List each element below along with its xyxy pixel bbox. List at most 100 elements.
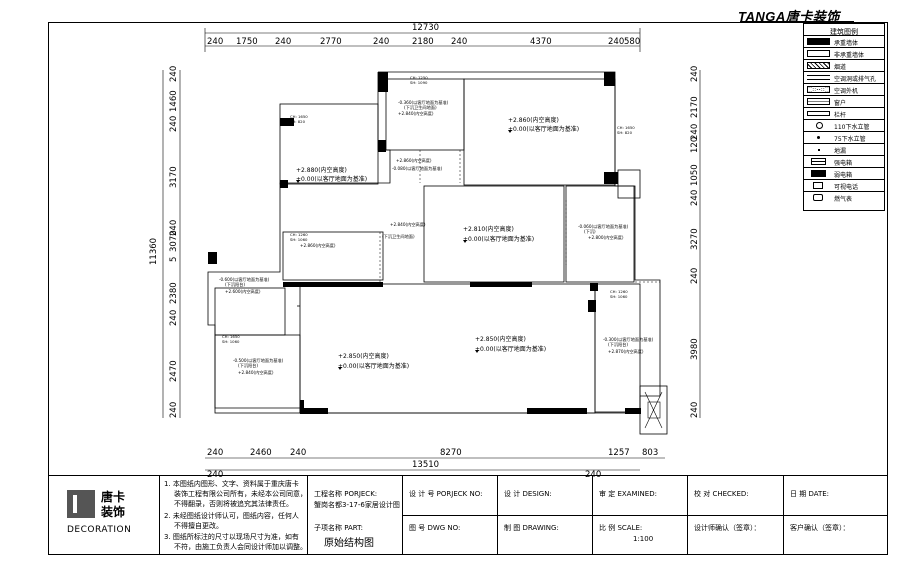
legend-label: 75下水立管	[834, 136, 866, 143]
top-dim-7: 240	[451, 37, 467, 47]
top-dim-8: 4370	[530, 37, 552, 47]
logo-mark-inner-icon	[73, 495, 87, 513]
shaft-symbol	[644, 391, 663, 429]
room-1-height: +2.880(内空高度)	[296, 166, 347, 174]
right-dim-2: 2170	[690, 96, 700, 118]
window-symbol-icon	[807, 98, 830, 105]
window-tag-4-b: SH: 1060	[290, 237, 308, 242]
legend-label: 强电箱	[834, 160, 853, 167]
left-dim-9: 2470	[169, 360, 179, 382]
weak-box-symbol-icon	[811, 170, 826, 177]
legend-label: 空调外机	[834, 88, 859, 95]
window-tag-2-b: SH: 1090	[410, 80, 428, 85]
brand-logo: TANGA唐卡装饰	[738, 9, 840, 24]
legend-item-bearing-wall: 承重墙体	[804, 35, 884, 48]
legend-item-pipe-75: 75下水立管	[804, 131, 884, 144]
logo-mark-icon	[67, 490, 95, 518]
legend-item-pipe-110: 110下水立管	[804, 119, 884, 132]
project-label: 工程名称 PORJECK:	[314, 490, 378, 498]
small-room-5-line3: +2.800(内空高度)	[588, 234, 624, 241]
legend-item-flue: 烟道	[804, 59, 884, 72]
note-line-5: 不得擅自更改。	[174, 522, 223, 530]
bottom-dim-6: 803	[642, 448, 658, 458]
video-phone-symbol-icon	[813, 182, 823, 189]
room-5-height: +2.850(内空高度)	[475, 335, 526, 343]
legend-label: 承重墙体	[834, 40, 859, 47]
project-value: 蟹岗名都3-17-6家居设计图	[314, 501, 400, 509]
top-dim-1: 240	[207, 37, 223, 47]
bottom-dim-2: 2460	[250, 448, 272, 458]
date-label: 日 期 DATE:	[790, 490, 830, 498]
legend-item-window: 窗户	[804, 95, 884, 108]
logo-subtext: DECORATION	[67, 525, 132, 535]
top-total-dimension: 12730	[412, 23, 439, 33]
right-dim-6: 240	[690, 190, 700, 206]
legend-label: 110下水立管	[834, 124, 870, 131]
room-5-ref: ±0.00(以客厅地面为基准)	[475, 345, 546, 353]
floor-drain-symbol-icon	[818, 149, 820, 151]
part-value: 原始结构图	[324, 538, 374, 549]
top-dim-3: 240	[275, 37, 291, 47]
left-dimension-texts: 11360 240 1460 240 3170 240 3070 5 2380 …	[149, 66, 179, 418]
small-room-6-line2: (下沉阳台)	[225, 281, 245, 288]
note-line-1: 1. 本图纸内图形、文字、资料属于重庆唐卡	[164, 480, 299, 488]
examined-label: 审 定 EXAMINED:	[599, 490, 657, 498]
small-room-3-line3: +2.840(内空高度)	[390, 221, 426, 228]
room-4-height: +2.850(内空高度)	[338, 352, 389, 360]
left-dimension-lines	[162, 70, 181, 418]
checked-label: 校 对 CHECKED:	[694, 490, 749, 498]
top-dim-4: 2770	[320, 37, 342, 47]
room-annotations: +2.880(内空高度) ±0.00(以客厅地面为基准) +2.860(内空高度…	[296, 116, 579, 370]
window-tag-4-a: CH: 1260	[290, 232, 308, 237]
legend-label: 窗户	[834, 100, 847, 107]
small-room-6-line1: -0.600(以客厅地面为基准)	[219, 276, 270, 283]
legend-item-partition-wall: 非承重墙体	[804, 47, 884, 60]
note-line-6: 3. 图纸所标注的尺寸以现场尺寸为准，如有	[164, 533, 299, 541]
bottom-dimension-lines	[205, 457, 665, 471]
drawing-label: 制 图 DRAWING:	[504, 524, 559, 532]
left-dim-3: 240	[169, 116, 179, 132]
right-dim-4: 120	[690, 137, 700, 153]
window-tag-5-b: SH: 1060	[222, 339, 240, 344]
room-4-ref: ±0.00(以客厅地面为基准)	[338, 362, 409, 370]
window-tag-2-a: CH: 1250	[410, 75, 428, 80]
legend-label: 燃气表	[834, 196, 853, 203]
part-label: 子项名称 PART:	[314, 524, 364, 532]
window-tag-1-a: CH: 1650	[290, 114, 308, 119]
legend-label: 空调洞或排气孔	[834, 76, 877, 83]
note-line-2: 装饰工程有限公司所有，未经本公司同意，	[174, 490, 307, 498]
window-tag-5-a: CH: 1650	[222, 334, 240, 339]
small-room-7-line3: +2.840(内空高度)	[238, 369, 274, 376]
examined-cell: 审 定 EXAMINED: 比 例 SCALE: 1:100	[592, 476, 688, 554]
bearing-walls	[208, 72, 641, 414]
bottom-dim-1: 240	[207, 448, 223, 458]
small-room-1-line3: +2.840(内空高度)	[398, 110, 434, 117]
legend-label: 弱电箱	[834, 172, 853, 179]
small-room-annotations: -0.360(以客厅地面为基准) (下沉卫生间地面) +2.840(内空高度) …	[219, 99, 654, 376]
ac-hole-symbol-icon	[807, 75, 830, 80]
ac-unit-symbol-icon	[807, 86, 830, 93]
legend-label: 非承重墙体	[834, 52, 865, 59]
right-dim-9: 3980	[690, 338, 700, 360]
scale-value: 1:100	[633, 535, 654, 543]
left-dim-10: 240	[169, 402, 179, 418]
logo-text-line1: 唐卡	[101, 490, 126, 504]
small-room-4-line1: +2.860(内空高度)	[300, 242, 336, 249]
company-logo: 唐卡 装饰 DECORATION	[67, 490, 147, 538]
room-3-ref: ±0.00(以客厅地面为基准)	[463, 235, 534, 243]
window-tags: CH: 1650 SH: 820 CH: 1250 SH: 1090 CH: 1…	[222, 75, 635, 344]
bottom-dim-3: 240	[290, 448, 306, 458]
room-3-height: +2.810(内空高度)	[463, 225, 514, 233]
small-room-2-line1: +2.860(内空高度)	[396, 157, 432, 164]
power-box-symbol-icon	[811, 158, 826, 165]
right-dim-8: 240	[690, 268, 700, 284]
design-cell: 设 计 DESIGN: 制 图 DRAWING:	[497, 476, 593, 554]
small-room-5-line2: (下沉)	[584, 228, 596, 235]
pipe-75-symbol-icon	[817, 136, 820, 139]
room-1-ref: ±0.00(以客厅地面为基准)	[296, 175, 367, 183]
top-dim-6: 2180	[412, 37, 434, 47]
small-room-6-line3: +2.600(内空高度)	[225, 288, 261, 295]
legend-panel: 建筑图例 承重墙体 非承重墙体 烟道 空调洞或排气孔 空调外机 窗户 栏杆 11…	[803, 23, 885, 211]
legend-item-video-phone: 可视电话	[804, 179, 884, 192]
bearing-wall-symbol-icon	[807, 38, 830, 45]
